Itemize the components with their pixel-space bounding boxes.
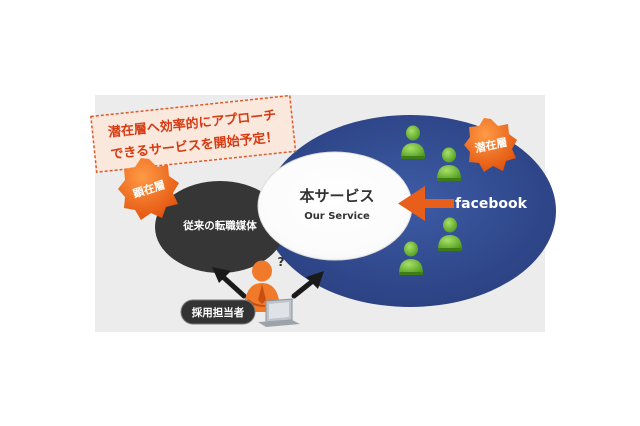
recruiter-label-pill [180, 299, 256, 325]
arrow-up-left-icon [212, 267, 247, 299]
announcement-banner: 潜在層へ効率的にアプローチ できるサービスを開始予定！ [90, 94, 297, 174]
service-subtitle: Our Service [304, 211, 370, 222]
service-ellipse [257, 151, 413, 261]
traditional-media-ellipse [155, 181, 285, 273]
question-mark: ? [278, 255, 285, 269]
visible-badge: 顕在層 [118, 158, 179, 220]
facebook-label: facebook [455, 196, 528, 212]
latent-badge: 潜在層 [464, 118, 517, 172]
recruiter-label: 採用担当者 [192, 306, 245, 319]
laptop-icon [258, 298, 300, 327]
arrow-left-icon [398, 186, 454, 221]
arrow-up-right-icon [291, 271, 324, 299]
latent-badge-label: 潜在層 [473, 135, 508, 156]
service-title: 本サービス [299, 187, 374, 205]
traditional-media-label: 従来の転職媒体 [182, 219, 257, 232]
